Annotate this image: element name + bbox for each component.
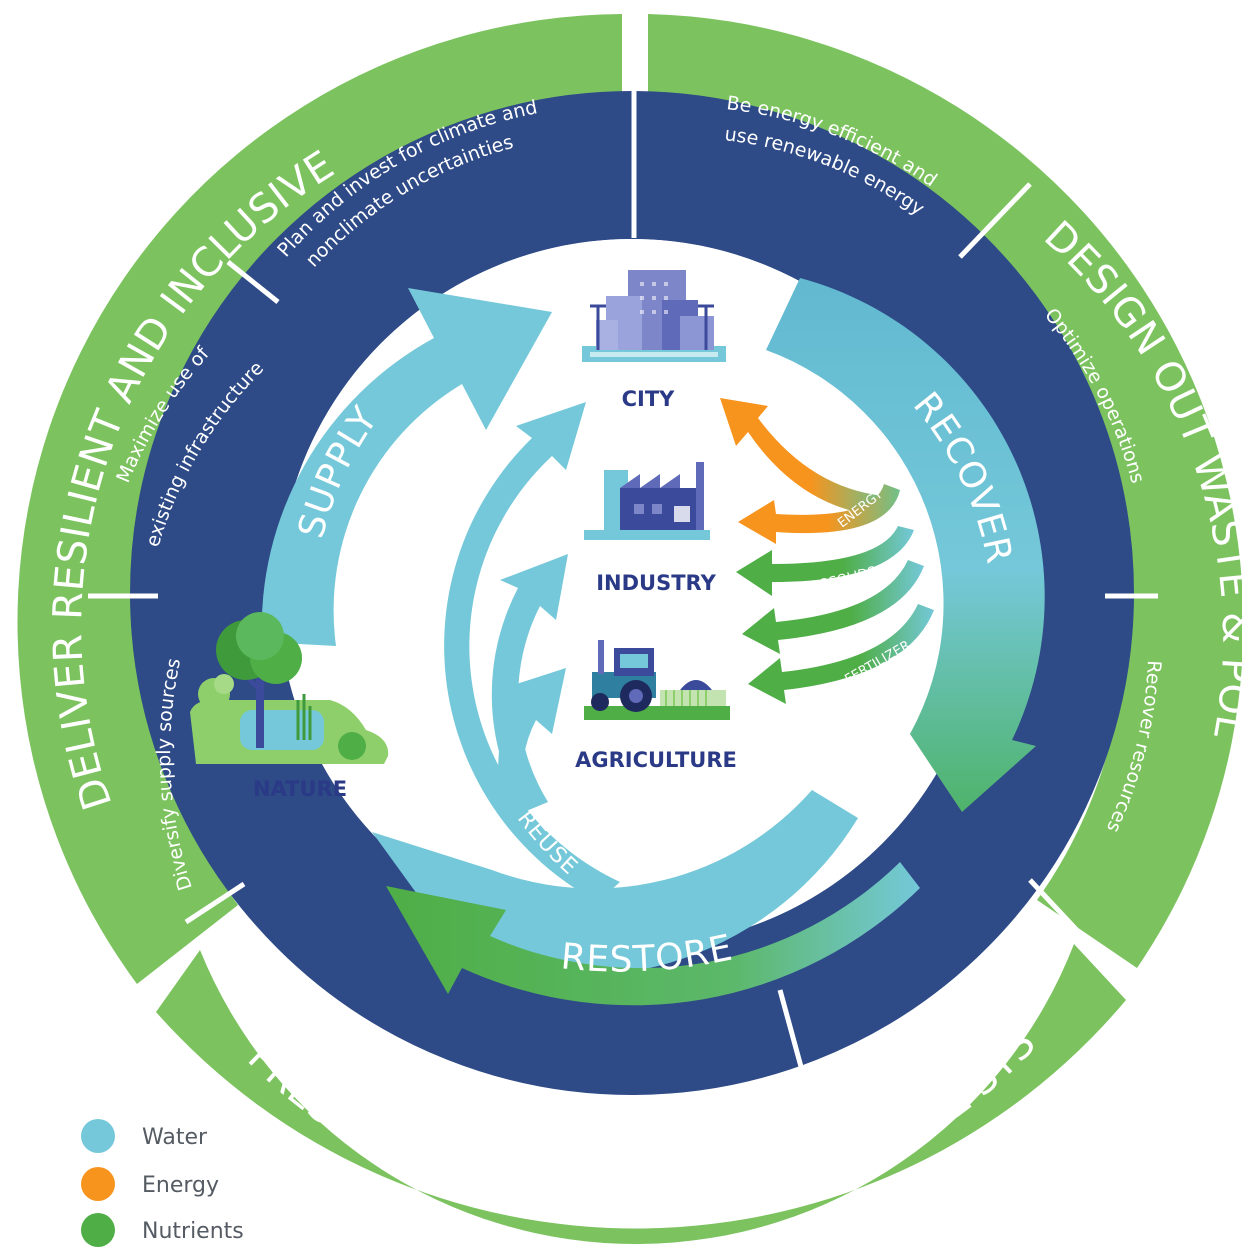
- legend-label-energy: Energy: [142, 1173, 219, 1198]
- biosolids-arrow: [736, 526, 914, 596]
- agriculture-icon: [584, 640, 730, 720]
- inner-label-restore-2: and watersheds: [546, 1135, 698, 1157]
- nature-icon: [190, 612, 389, 764]
- legend: Water Energy Nutrients: [81, 1119, 244, 1247]
- industry-icon: [584, 462, 710, 540]
- outer-segment-left: [17, 14, 622, 984]
- fertilizer-arrow-1: [742, 560, 924, 654]
- reuse-arrow-city: [444, 402, 620, 902]
- city-icon: [582, 270, 726, 362]
- node-label-agriculture: AGRICULTURE: [575, 748, 737, 772]
- outer-segment-right: [648, 14, 1242, 968]
- inner-label-restore-1: Restore degraded land: [516, 1105, 732, 1127]
- supply-arrow: [261, 288, 552, 646]
- energy-arrow-city: [720, 398, 884, 516]
- fertilizer-arrow-2: [748, 604, 934, 704]
- legend-swatch-nutrients: [81, 1213, 115, 1247]
- recover-arrow: [766, 278, 1045, 812]
- legend-item-energy: Energy: [81, 1167, 219, 1201]
- energy-arrow-industry: [738, 484, 900, 544]
- legend-label-water: Water: [142, 1125, 208, 1150]
- legend-swatch-energy: [81, 1167, 115, 1201]
- reuse-arrow-agriculture: [498, 668, 566, 796]
- legend-item-water: Water: [81, 1119, 208, 1153]
- legend-swatch-water: [81, 1119, 115, 1153]
- legend-item-nutrients: Nutrients: [81, 1213, 244, 1247]
- inner-white-disc: [278, 239, 986, 947]
- node-label-city: CITY: [622, 387, 676, 411]
- node-label-nature: NATURE: [253, 777, 347, 801]
- node-label-industry: INDUSTRY: [596, 571, 716, 595]
- ring-dividers: [88, 76, 1158, 1151]
- legend-label-nutrients: Nutrients: [142, 1219, 244, 1244]
- restore-arrow: [386, 862, 920, 1006]
